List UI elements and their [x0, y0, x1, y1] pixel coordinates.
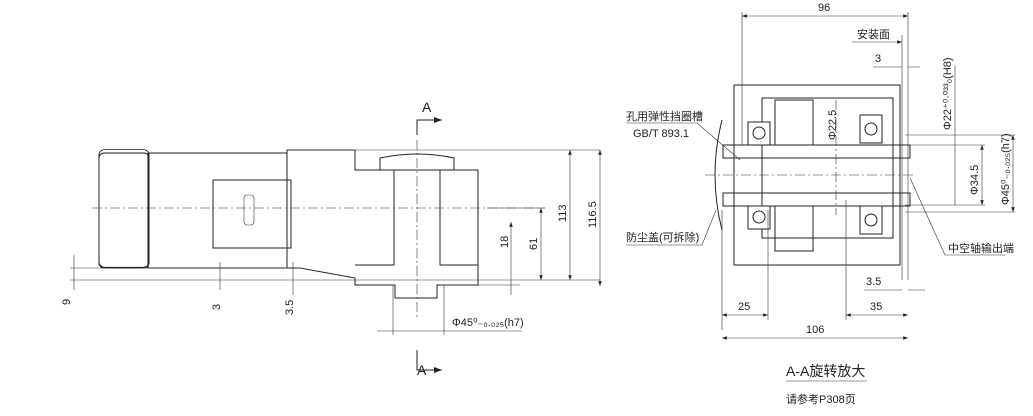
section-mark-bottom: A [417, 362, 427, 378]
hollow-shaft [722, 192, 911, 207]
dim-96: 96 [818, 2, 830, 14]
dim-9: 9 [61, 299, 73, 305]
dim-45-shaft: Φ45⁰₋₀.₀₂₅(h7) [1000, 133, 1012, 205]
dim-61: 61 [528, 238, 540, 250]
motor-body [147, 152, 288, 269]
section-mark-top: A [422, 99, 432, 115]
terminal-box [212, 179, 292, 249]
gear [774, 99, 814, 146]
dim-22.5: Φ22.5 [827, 110, 839, 140]
page-reference: 请参考P308页 [786, 392, 856, 406]
housing-section [733, 84, 901, 266]
nameplate-logo [243, 194, 255, 226]
gear [774, 205, 814, 252]
section-view: 96 安装面 3 Φ22⁺⁰·⁰³³₀(H8) Φ22.5 Φ34.5 Φ45⁰… [626, 2, 1015, 406]
section-title: A-A旋转放大 [786, 363, 865, 379]
dim-22-bore: Φ22⁺⁰·⁰³³₀(H8) [942, 57, 954, 130]
motor-end-cap [98, 149, 150, 268]
gearbox-housing [286, 149, 479, 299]
dim-25: 25 [738, 301, 750, 313]
bearing [747, 114, 883, 235]
dim-3.5: 3.5 [866, 276, 881, 288]
dim-35: 35 [870, 301, 882, 313]
dim-3: 3 [875, 53, 881, 65]
dim-3: 3 [211, 304, 223, 310]
hollow-shaft [722, 144, 911, 159]
dim-106: 106 [806, 324, 824, 336]
hollow-output-label: 中空轴输出端 [948, 241, 1014, 255]
dim-34.5: Φ34.5 [969, 165, 981, 195]
dust-cover-label: 防尘盖(可拆除) [626, 230, 699, 244]
dim-shaft-diameter: Φ45⁰₋₀.₀₂₅(h7) [452, 317, 524, 329]
dim-113: 113 [557, 204, 569, 222]
dust-cover [714, 119, 723, 231]
dim-18: 18 [499, 236, 511, 248]
side-view: A A 9 3 3.5 18 61 113 116.5 Φ45⁰₋₀.₀₂₅(h… [61, 99, 602, 378]
dim-3.5: 3.5 [284, 300, 296, 315]
dim-116.5: 116.5 [587, 201, 599, 228]
standard-label: GB/T 893.1 [633, 128, 689, 140]
circlip-groove-label: 孔用弹性挡圈槽 [626, 109, 703, 123]
motor-end-cap [98, 152, 150, 269]
mount-face-label: 安装面 [857, 27, 890, 41]
